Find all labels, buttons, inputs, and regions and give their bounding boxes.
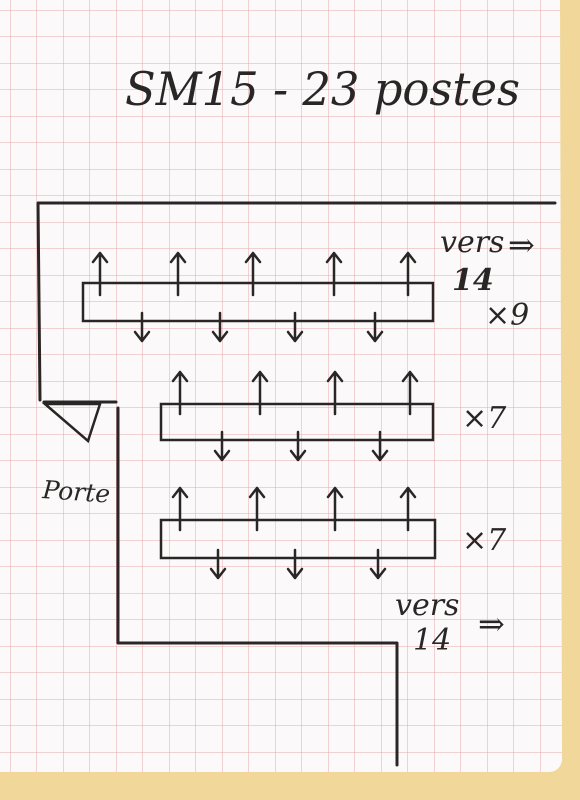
desk-row-2: ×7 — [159, 370, 507, 462]
down-arrow-icon — [289, 430, 307, 462]
up-arrow-icon — [251, 370, 269, 416]
desk-table — [159, 402, 435, 442]
down-arrow-icon — [369, 548, 387, 580]
down-arrow-icon — [366, 311, 384, 343]
down-arrow-icon — [209, 548, 227, 580]
down-arrow-icon — [211, 311, 229, 343]
up-arrow-icon — [401, 370, 419, 416]
desk-table — [159, 518, 437, 560]
up-arrow-icon — [399, 251, 417, 297]
up-arrow-icon — [171, 486, 189, 532]
up-arrow-icon — [248, 486, 266, 532]
exit-top: vers 14 ⇒ — [440, 225, 535, 298]
down-arrow-icon — [213, 430, 231, 462]
exit-bottom-text: vers — [395, 588, 459, 623]
exit-top-target: 14 — [452, 263, 494, 298]
down-arrow-icon — [286, 311, 304, 343]
room-walls — [36, 201, 557, 767]
desk-table — [81, 281, 435, 323]
down-arrow-icon — [371, 430, 389, 462]
door-label: Porte — [41, 475, 112, 509]
up-arrow-icon — [169, 251, 187, 297]
down-arrow-icon — [133, 311, 151, 343]
up-arrow-icon — [171, 370, 189, 416]
up-arrow-icon — [399, 486, 417, 532]
row-count: ×7 — [462, 523, 507, 558]
exit-top-text: vers — [440, 225, 504, 260]
exit-bottom: vers 14 ⇒ — [395, 588, 505, 658]
down-arrow-icon — [286, 548, 304, 580]
up-arrow-icon — [91, 251, 109, 297]
row-count: ×7 — [462, 401, 507, 436]
row-count: ×9 — [485, 298, 529, 333]
exit-top-arrow-icon: ⇒ — [508, 226, 535, 264]
up-arrow-icon — [326, 486, 344, 532]
diagram-title: SM15 - 23 postes — [125, 62, 520, 116]
grid-lines — [0, 0, 562, 772]
exit-bottom-target: 14 — [413, 623, 451, 658]
up-arrow-icon — [326, 370, 344, 416]
up-arrow-icon — [244, 251, 262, 297]
up-arrow-icon — [325, 251, 343, 297]
exit-bottom-arrow-icon: ⇒ — [478, 605, 505, 643]
desk-row-1: ×9 — [81, 251, 529, 343]
door-symbol — [41, 402, 102, 444]
desk-row-3: ×7 — [159, 486, 507, 580]
